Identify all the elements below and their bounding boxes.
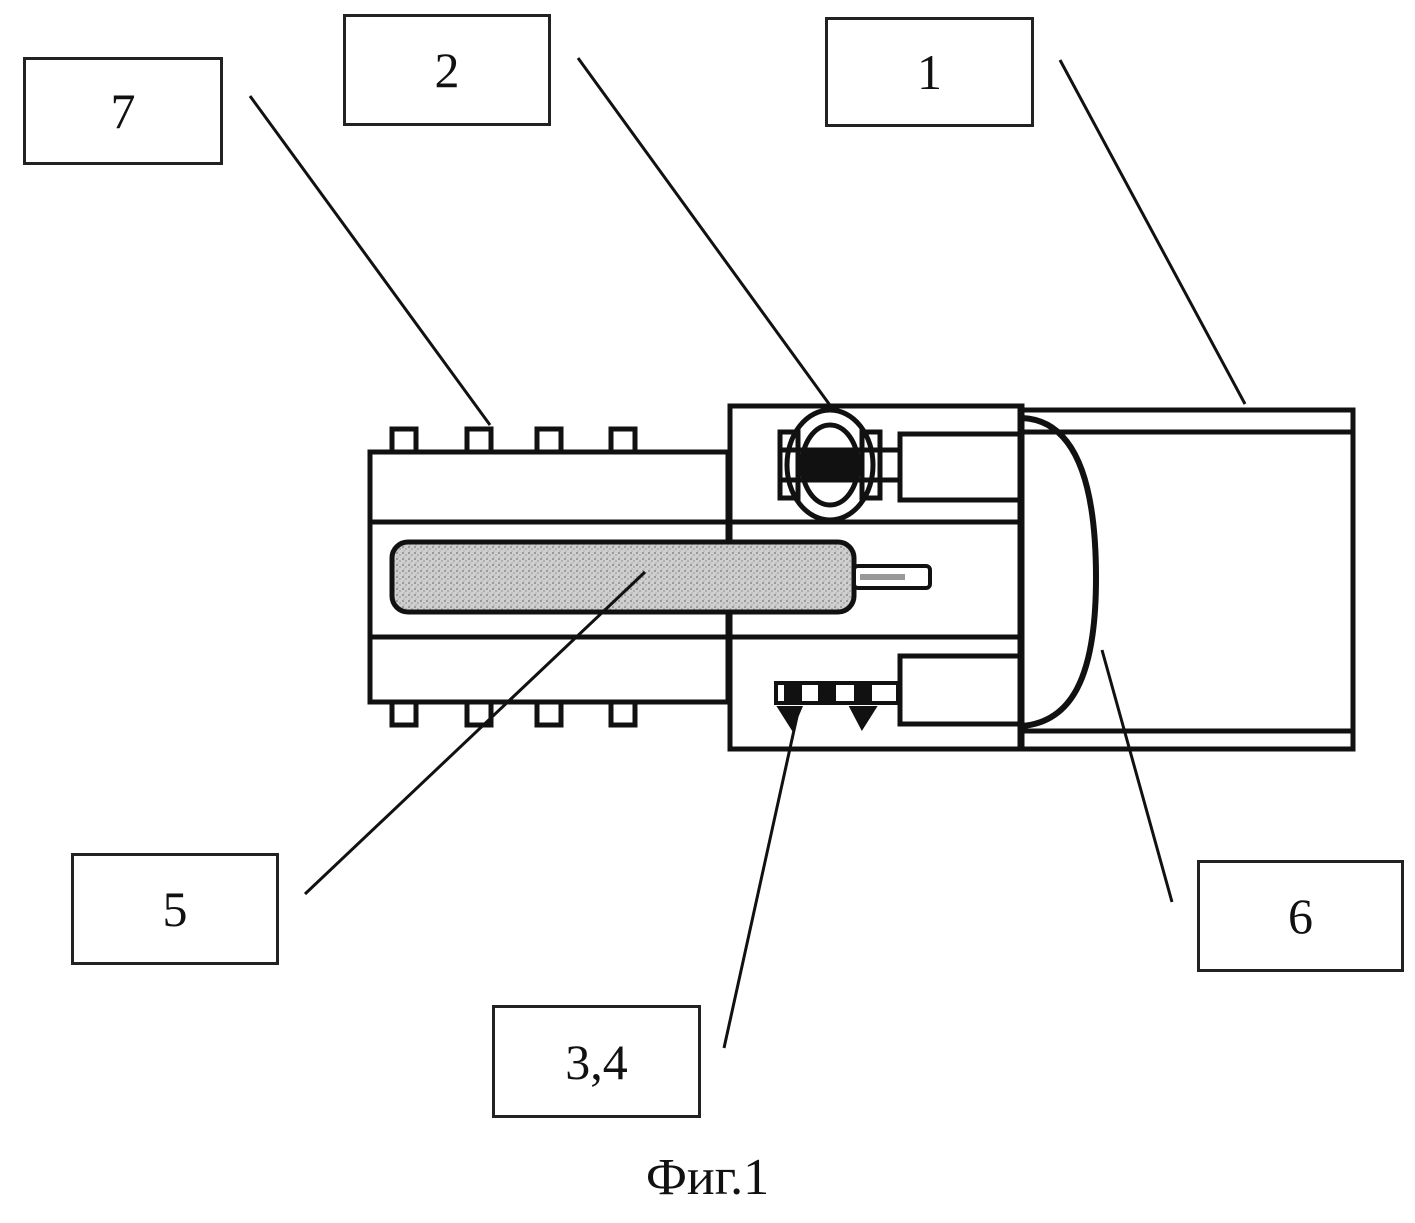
label-2: 2 xyxy=(343,14,551,126)
element-6 xyxy=(1022,418,1096,726)
label-1: 1 xyxy=(825,17,1034,127)
label-3-4: 3,4 xyxy=(492,1005,701,1118)
label-6: 6 xyxy=(1197,860,1404,972)
figure-caption: Фиг.1 xyxy=(0,1148,1415,1207)
element-5 xyxy=(392,542,930,612)
elements-3-4 xyxy=(776,683,898,727)
bearing-2 xyxy=(780,410,900,520)
label-7: 7 xyxy=(23,57,223,165)
label-5: 5 xyxy=(71,853,279,965)
